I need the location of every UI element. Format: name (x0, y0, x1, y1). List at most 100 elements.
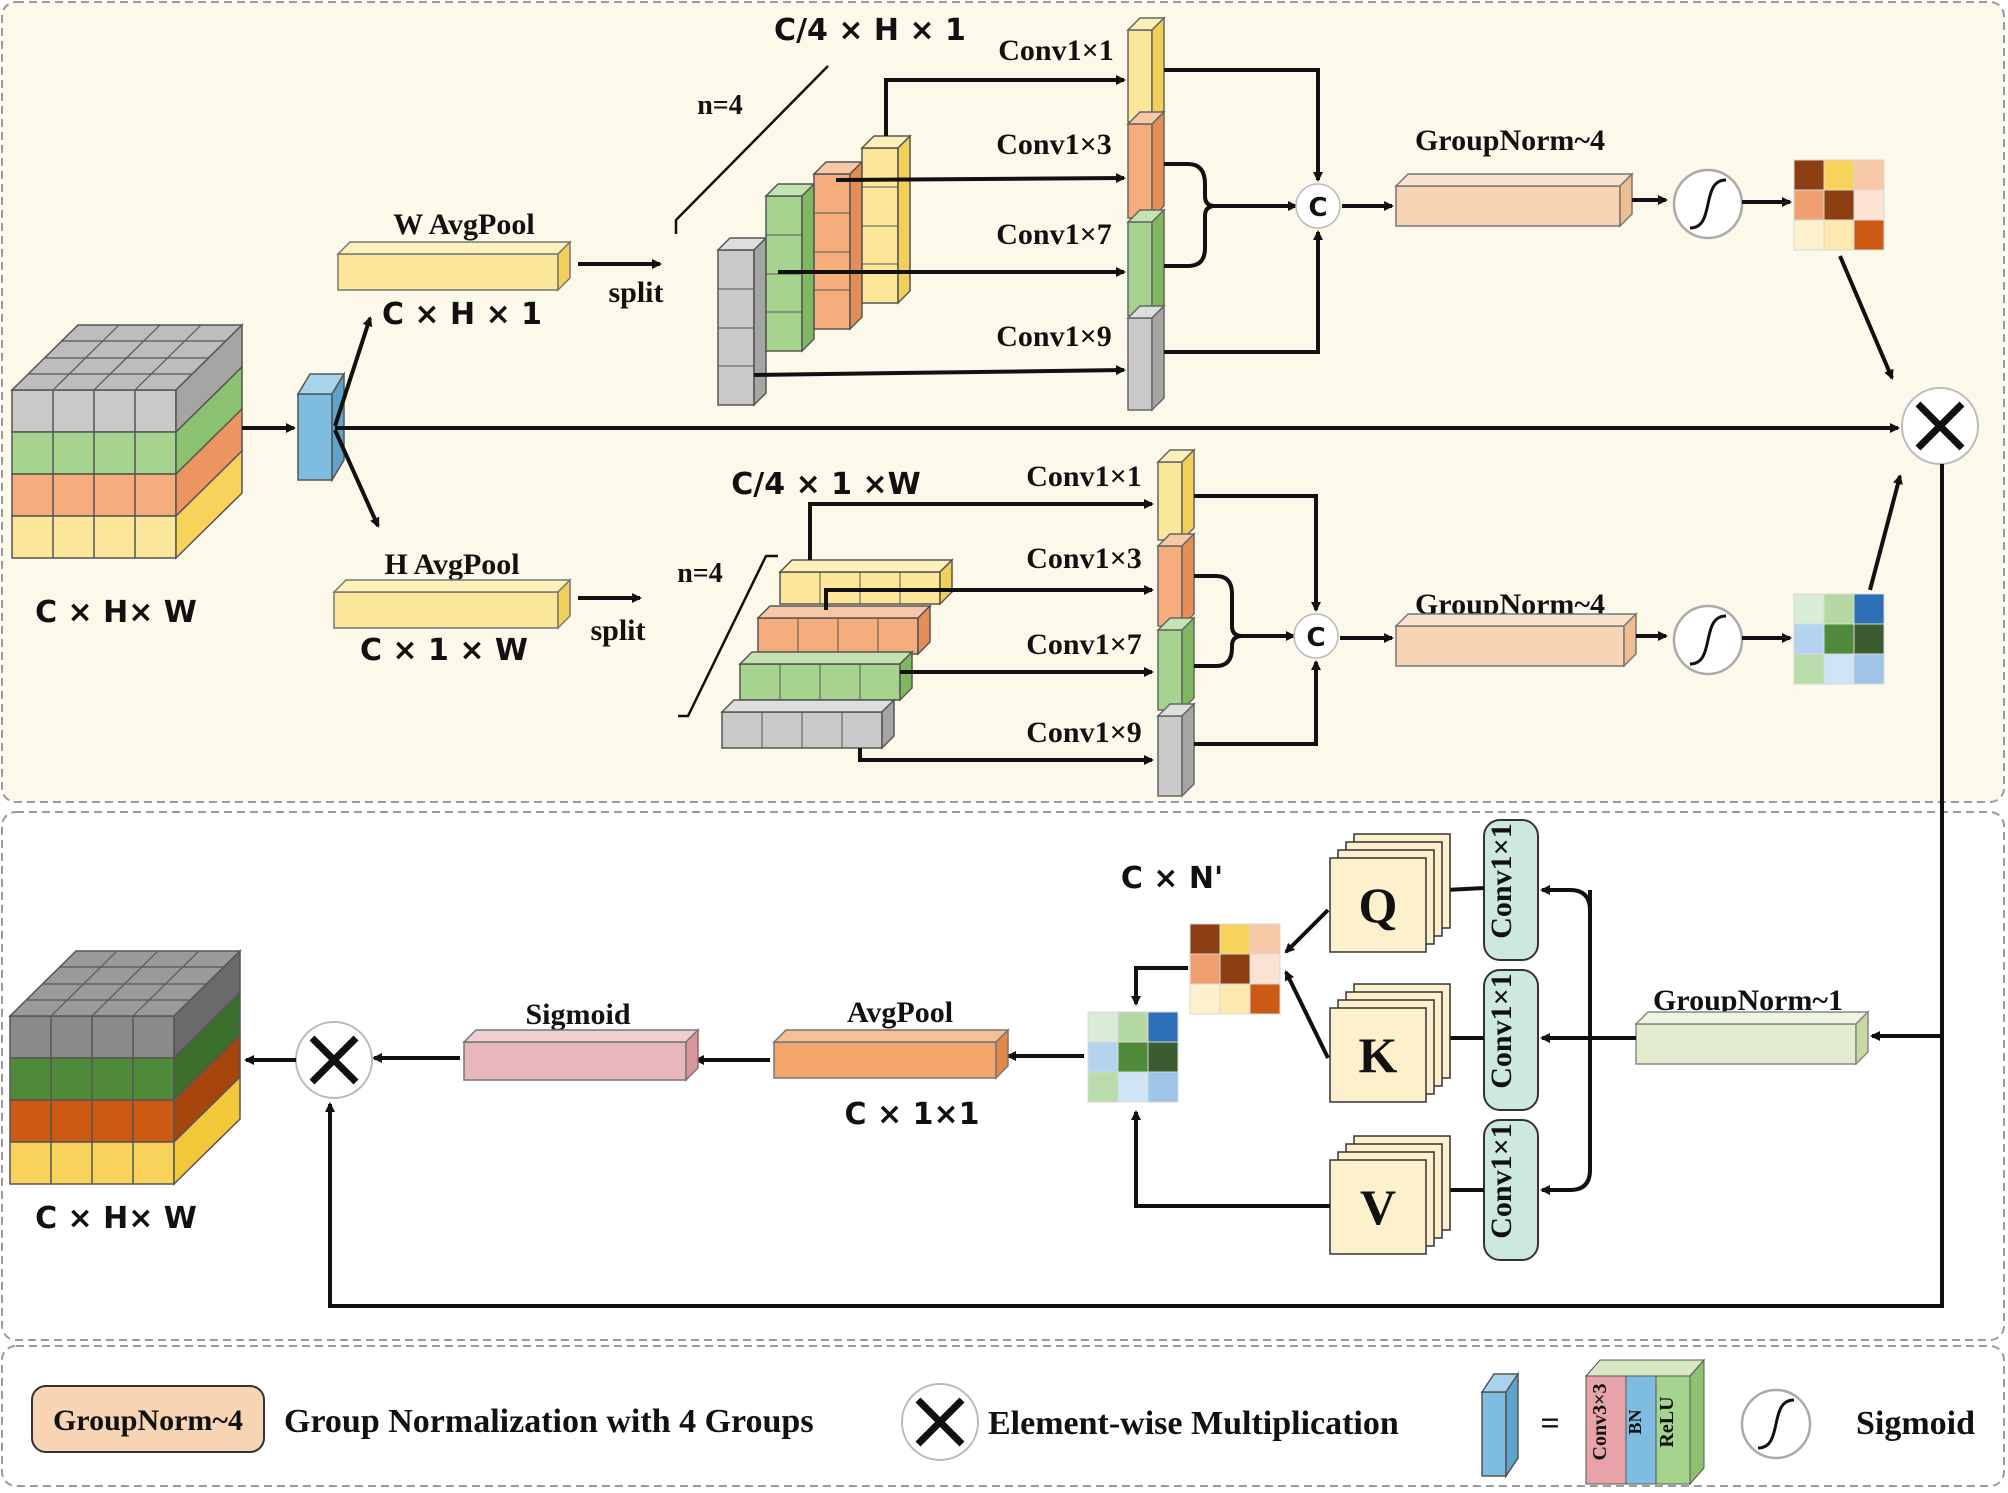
w-conv3-bar (1126, 110, 1166, 220)
legend-gn-box-label: GroupNorm~4 (53, 1404, 243, 1437)
w-pool-bar (336, 240, 572, 292)
gn1-bar (1634, 1010, 1870, 1066)
w-conv1-to-concat (1164, 68, 1323, 182)
sigmoid-label: Sigmoid (525, 998, 630, 1031)
w-pool-dims: C × H × 1 (382, 297, 542, 332)
legend-sigmoid-icon (1740, 1388, 1812, 1460)
svg-text:Conv1×1: Conv1×1 (1485, 973, 1518, 1088)
w-conv1-bar (1126, 16, 1166, 124)
w-conv7-bar (1126, 208, 1166, 318)
w-column-green (764, 182, 816, 353)
h-pool-label: H AvgPool (384, 548, 519, 581)
svg-text:Conv3×3: Conv3×3 (1589, 1384, 1611, 1461)
h-sigmoid-icon (1672, 604, 1744, 676)
h-pool-dims: C × 1 × W (360, 633, 528, 668)
input-dims-label: C × H× W (35, 595, 197, 630)
h-conv3-label: Conv1×3 (1026, 542, 1141, 575)
h-row-yellow (778, 558, 954, 606)
h-conv3-bar (1156, 532, 1196, 628)
multiply-icon-bottom (295, 1021, 373, 1099)
arrow-w-orange-to-conv3 (835, 173, 1126, 184)
w-attention-map (1793, 159, 1885, 251)
h-concat-label: C (1306, 623, 1325, 653)
q-stack: Q (1329, 833, 1451, 953)
svg-text:BN: BN (1625, 1409, 1645, 1434)
output-feature-cube (8, 949, 242, 1186)
legend-blue-bar (1480, 1371, 1520, 1479)
legend-multiply-icon (901, 1383, 979, 1461)
h-conv9-bar (1156, 702, 1196, 798)
w-column-yellow (860, 134, 912, 305)
weighted-attention-map (1087, 1011, 1179, 1103)
h-row-orange (756, 604, 932, 656)
w-conv9-bar (1126, 304, 1166, 412)
h-conv1-label: Conv1×1 (1026, 460, 1141, 493)
w-concat-label: C (1308, 193, 1327, 223)
w-conv9-label: Conv1×9 (996, 320, 1111, 353)
avgpool-label: AvgPool (847, 996, 953, 1029)
svg-text:Q: Q (1359, 877, 1398, 933)
arrow-w-yellow-to-conv1 (884, 75, 1126, 136)
h-pool-bar (332, 578, 572, 630)
w-gn-bar (1394, 172, 1634, 228)
h-concat-circle (1293, 613, 1339, 659)
svg-text:ReLU: ReLU (1656, 1396, 1678, 1447)
avgpool-dims: C × 1×1 (845, 1097, 980, 1132)
w-conv9-to-concat (1164, 230, 1323, 354)
h-conv7-label: Conv1×7 (1026, 628, 1141, 661)
h-attention-map (1793, 593, 1885, 685)
svg-text:Conv1×1: Conv1×1 (1485, 823, 1518, 938)
h-conv9-to-concat (1194, 660, 1321, 746)
h-conv9-label: Conv1×9 (1026, 716, 1141, 749)
arrow-h-gray-to-conv9 (858, 748, 1154, 765)
h-conv1-bar (1156, 448, 1196, 542)
h-conv7-bar (1156, 616, 1196, 712)
w-conv1-label: Conv1×1 (998, 34, 1113, 67)
h-group-dims: C/4 × 1 ×W (731, 467, 920, 502)
arrow-v-to-out-map (1131, 1110, 1330, 1208)
cn-dims-label: C × N' (1121, 861, 1223, 896)
svg-text:K: K (1359, 1027, 1398, 1083)
arrow-w-map-to-mult (1838, 255, 1894, 380)
h-n-label: n=4 (677, 558, 723, 589)
h-gn-bar (1394, 612, 1638, 668)
conv-bn-relu-bar (296, 371, 346, 483)
arrow-to-h-pool (333, 429, 380, 528)
svg-text:V: V (1360, 1179, 1396, 1235)
arrow-h-yellow-to-conv1 (808, 499, 1154, 560)
avgpool-bar (772, 1028, 1010, 1080)
legend-gn-desc: Group Normalization with 4 Groups (284, 1403, 814, 1440)
qk-attention-map (1189, 923, 1281, 1015)
h-row-green (738, 650, 914, 702)
w-column-gray (716, 236, 768, 407)
w-n-bracket (674, 65, 829, 234)
multiply-icon-top (1901, 387, 1979, 465)
h-n-bracket (678, 554, 778, 718)
h-conv1-to-concat (1194, 494, 1321, 612)
legend-stack: Conv3×3 BN ReLU (1584, 1358, 1706, 1486)
sigmoid-bar (462, 1028, 700, 1082)
w-conv3-label: Conv1×3 (996, 128, 1111, 161)
output-dims-label: C × H× W (35, 1201, 197, 1236)
legend-equals: = (1540, 1405, 1559, 1442)
w-conv7-label: Conv1×7 (996, 218, 1111, 251)
w-gn-label: GroupNorm~4 (1415, 124, 1605, 157)
v-stack: V (1329, 1135, 1451, 1255)
arrow-w-gray-to-conv9 (753, 365, 1126, 377)
w-group-dims: C/4 × H × 1 (774, 13, 966, 48)
conv-v-box: Conv1×1 (1483, 1119, 1539, 1261)
w-concat-circle (1295, 183, 1341, 229)
input-feature-cube (10, 323, 244, 560)
svg-text:Conv1×1: Conv1×1 (1485, 1123, 1518, 1238)
w-pool-label: W AvgPool (393, 208, 534, 241)
w-sigmoid-icon (1672, 168, 1744, 240)
k-stack: K (1329, 983, 1451, 1103)
arrow-h-orange-to-conv3 (824, 585, 1154, 610)
h-row-gray (720, 698, 896, 750)
w-n-label: n=4 (697, 90, 743, 121)
legend-mult-desc: Element-wise Multiplication (988, 1405, 1399, 1442)
legend-sigmoid-desc: Sigmoid (1856, 1405, 1975, 1442)
conv-q-box: Conv1×1 (1483, 819, 1539, 961)
arrow-h-map-to-mult (1868, 474, 1903, 591)
